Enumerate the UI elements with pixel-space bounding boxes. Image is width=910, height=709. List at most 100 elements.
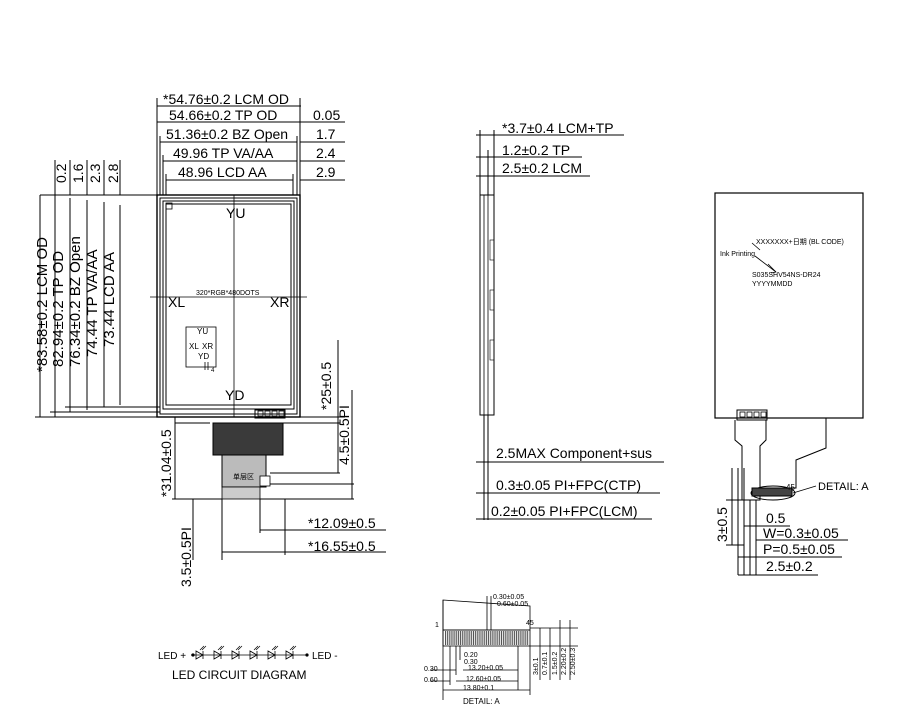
module-outline — [150, 194, 307, 418]
detail-pin-1: 1 — [435, 622, 439, 629]
led-cathode-node — [305, 653, 309, 657]
touch-label-xr: XR — [270, 294, 289, 310]
detail-a-pin — [493, 631, 495, 645]
resolution-label: 320*RGB*480DOTS — [196, 290, 260, 297]
left-offset-lines — [40, 160, 160, 196]
dim-bz-open-height: 76.34±0.2 BZ Open — [67, 236, 84, 367]
ink-printing-label: Ink Printing — [720, 251, 755, 258]
detail-right-dim-5: 2.50±0.3 — [570, 648, 577, 675]
mini-label-pin: 4 — [211, 368, 215, 374]
touch-label-xl: XL — [168, 294, 185, 310]
back-date-code: YYYYMMDD — [752, 281, 792, 288]
led-diode-chain — [191, 645, 309, 660]
offset-left-aa: 2.8 — [105, 163, 121, 183]
detail-a-pin — [469, 631, 471, 645]
detail-a-pin — [458, 631, 460, 645]
back-model-number: S035SHV54NS-DR24 — [752, 272, 821, 279]
detail-a-pin — [465, 631, 467, 645]
detail-a-pin — [523, 631, 525, 645]
detail-a-pin — [446, 631, 448, 645]
dim-bz-open-width: 51.36±0.2 BZ Open — [166, 126, 288, 142]
detail-a-pin — [504, 631, 506, 645]
mini-label-xr: XR — [202, 342, 213, 351]
back-pin-45: 45 — [786, 483, 795, 492]
detail-bottom-dim-3: 13.80±0.1 — [463, 685, 494, 692]
touch-orientation-box: YU XL XR YD 4 — [185, 326, 217, 374]
detail-a-pin — [452, 631, 454, 645]
back-label-code: XXXXXXX+日期 (BL CODE) — [756, 238, 844, 246]
dim-lcm-od-height: *83.58±0.2 LCM OD — [34, 237, 51, 372]
top-dimension-stack — [156, 98, 345, 195]
detail-a-pin — [476, 631, 478, 645]
dim-back-2-5: 2.5±0.2 — [766, 558, 813, 574]
dim-fpc-offset-2: *16.55±0.5 — [308, 538, 376, 554]
side-profile — [476, 130, 664, 520]
dim-total-thickness: *3.7±0.4 LCM+TP — [502, 120, 614, 136]
led-minus-label: LED - — [312, 651, 338, 662]
detail-a: 0.30±0.05 0.60±0.05 1 45 0.20 0.30 0.30 … — [424, 594, 578, 706]
detail-right-dim-4: 2.20±0.2 — [561, 648, 568, 675]
detail-pin-45: 45 — [526, 620, 534, 627]
detail-a-pin — [445, 631, 447, 645]
detail-a-pin — [456, 631, 458, 645]
detail-a-pin — [461, 631, 463, 645]
fpc-contacts — [221, 486, 261, 500]
ink-printing-pointer — [751, 242, 777, 274]
dim-fpc-offset-1: *12.09±0.5 — [308, 515, 376, 531]
dim-back-0-5: 0.5 — [766, 510, 786, 526]
dim-fpc-pi: 4.5±0.5PI — [336, 405, 352, 465]
led-diode-icon — [267, 645, 279, 660]
detail-right-dim-2: 0.7±0.1 — [542, 652, 549, 675]
detail-top-dim-2: 0.60±0.05 — [497, 601, 528, 608]
detail-a-reference: DETAIL: A — [818, 481, 869, 493]
dim-lcm-od-width: *54.76±0.2 LCM OD — [163, 91, 289, 107]
detail-a-pin — [512, 631, 514, 645]
detail-right-dim-3: 1.5±0.2 — [552, 652, 559, 675]
back-dimension-lines — [726, 468, 848, 576]
back-view: XXXXXXX+日期 (BL CODE) Ink Printing S035SH… — [714, 192, 869, 576]
detail-a-pin — [473, 631, 475, 645]
led-diode-icon — [249, 645, 261, 660]
offset-right-va: 2.4 — [316, 145, 336, 161]
led-plus-label: LED + — [158, 651, 186, 662]
left-dimension-stack — [35, 195, 160, 418]
detail-a-pin — [514, 631, 516, 645]
detail-a-pin — [448, 631, 450, 645]
fpc-single-layer-area — [221, 454, 267, 488]
dim-fpc-ctp-thickness: 0.3±0.05 PI+FPC(CTP) — [496, 477, 641, 493]
detail-a-pin — [471, 631, 473, 645]
dim-tp-od-height: 82.94±0.2 TP OD — [50, 251, 67, 367]
back-connector — [736, 409, 768, 421]
dim-fpc-total-length: *31.04±0.5 — [158, 429, 174, 497]
offset-right-bz: 1.7 — [316, 126, 336, 142]
side-view: *3.7±0.4 LCM+TP 1.2±0.2 TP 2.5±0.2 LCM 2… — [476, 120, 664, 520]
detail-a-pin-row — [445, 631, 529, 645]
led-diode-icon — [231, 645, 243, 660]
detail-a-pin — [486, 631, 488, 645]
mini-label-yd: YD — [198, 352, 209, 361]
detail-a-pin — [517, 631, 519, 645]
detail-a-pin — [521, 631, 523, 645]
front-view: *54.76±0.2 LCM OD 54.66±0.2 TP OD 51.36±… — [34, 91, 386, 587]
detail-a-pin — [495, 631, 497, 645]
detail-a-pin — [502, 631, 504, 645]
dim-lcm-thickness: 2.5±0.2 LCM — [502, 160, 582, 176]
detail-a-pin — [508, 631, 510, 645]
detail-a-pin — [501, 631, 503, 645]
fpc-stamp: 单层区 — [233, 472, 254, 481]
detail-left-dim-2: 0.60 — [424, 677, 438, 684]
detail-top-dim-1: 0.30±0.05 — [493, 594, 524, 601]
detail-a-pin — [506, 631, 508, 645]
touch-label-yd: YD — [225, 387, 244, 403]
dim-lcd-aa-height: 73.44 LCD AA — [101, 252, 118, 347]
dim-component-height: 2.5MAX Component+sus — [496, 445, 652, 461]
detail-a-pin — [499, 631, 501, 645]
back-fpc — [734, 418, 827, 501]
detail-a-pin — [515, 631, 517, 645]
dim-fpc-lcm-thickness: 0.2±0.05 PI+FPC(LCM) — [491, 503, 638, 519]
detail-a-pin — [450, 631, 452, 645]
detail-inner-dim-1: 0.20 — [464, 652, 478, 659]
detail-a-title: DETAIL: A — [463, 697, 500, 706]
back-outline — [714, 192, 864, 419]
